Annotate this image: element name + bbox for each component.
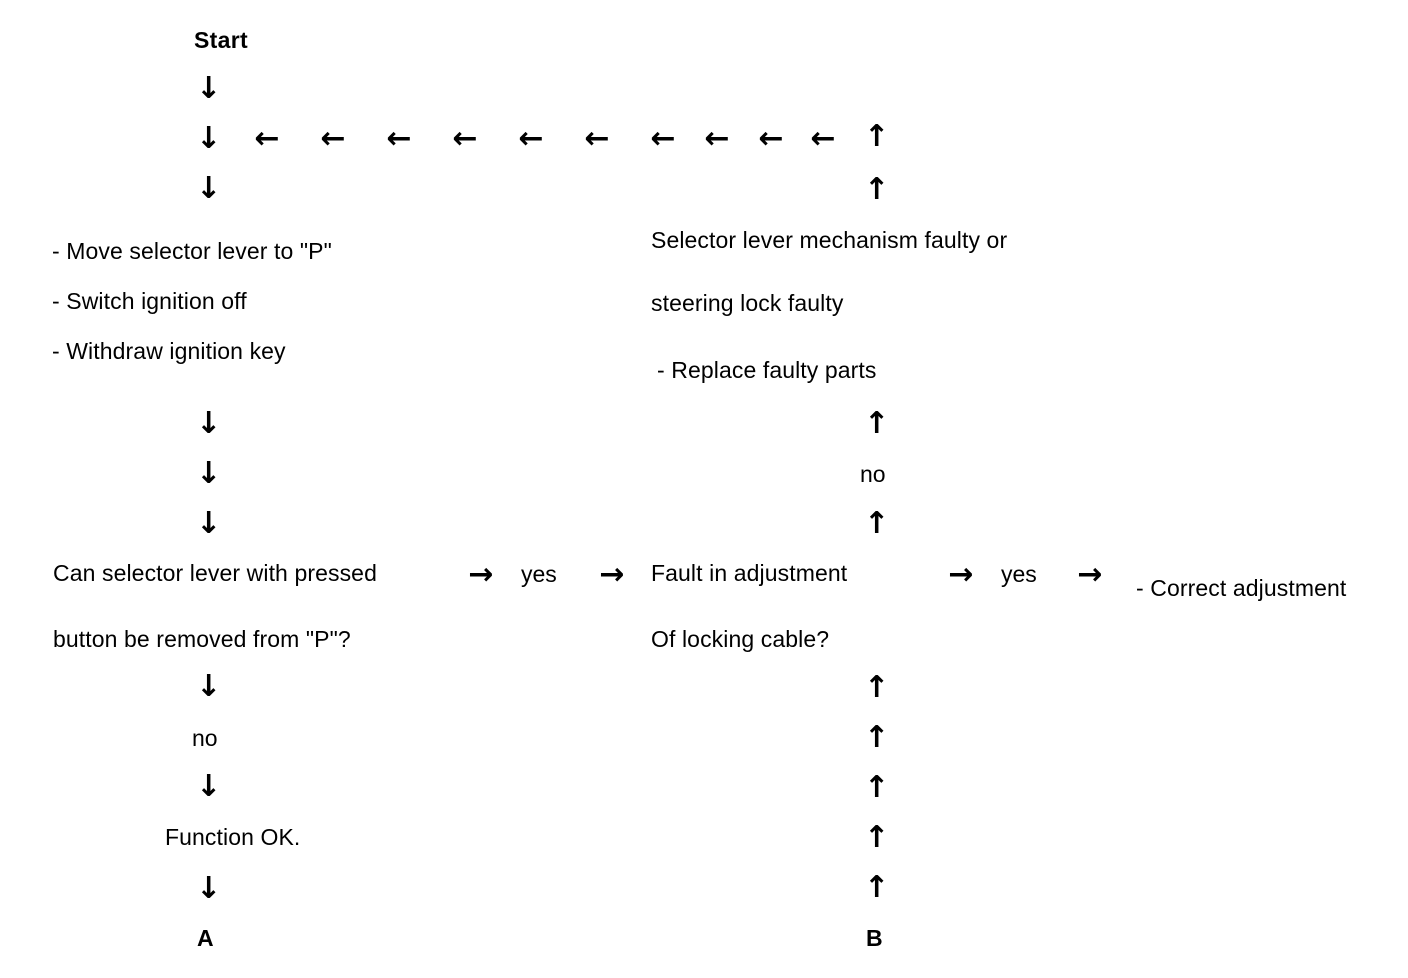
arrow-up-icon: ↑ [864,720,890,755]
arrow-down-icon: ↓ [196,71,222,106]
branch-label-no-right: no [860,461,886,487]
correct-adjustment: - Correct adjustment [1136,575,1347,601]
arrow-up-icon: ↑ [864,770,890,805]
connector-b-label: B [866,925,883,951]
arrow-up-icon: ↑ [864,172,890,207]
branch-label-yes-2: yes [1001,561,1037,587]
arrow-down-icon: ↓ [196,121,222,156]
arrow-up-icon: ↑ [864,506,890,541]
fault-text-line-1: Selector lever mechanism faulty or [651,227,1008,253]
arrow-right-icon: → [468,557,494,592]
arrow-up-icon: ↑ [864,870,890,905]
arrow-down-icon: ↓ [196,456,222,491]
branch-label-no-left: no [192,725,218,751]
arrow-left-icon: ← [320,121,346,156]
function-ok-label: Function OK. [165,824,301,850]
arrow-down-icon: ↓ [196,506,222,541]
arrow-up-icon: ↑ [864,820,890,855]
fault-text-line-2: steering lock faulty [651,290,844,316]
arrow-up-icon: ↑ [864,670,890,705]
arrow-down-icon: ↓ [196,406,222,441]
arrow-down-icon: ↓ [196,171,222,206]
arrow-left-icon: ← [810,121,836,156]
decision-left-line-2: button be removed from "P"? [53,626,351,652]
start-label: Start [194,27,248,53]
arrow-right-icon: → [1077,557,1103,592]
branch-label-yes-1: yes [521,561,557,587]
arrow-up-icon: ↑ [864,406,890,441]
action-step-1: - Move selector lever to "P" [52,238,332,264]
arrow-left-icon: ← [584,121,610,156]
fault-remedy: - Replace faulty parts [657,357,877,383]
arrow-down-icon: ↓ [196,871,222,906]
arrow-right-icon: → [599,557,625,592]
arrow-up-icon: ↑ [864,119,890,154]
decision-right-line-1: Fault in adjustment [651,560,848,586]
decision-left-line-1: Can selector lever with pressed [53,560,377,586]
arrow-left-icon: ← [758,121,784,156]
connector-a-label: A [197,925,214,951]
action-step-3: - Withdraw ignition key [52,338,286,364]
arrow-left-icon: ← [518,121,544,156]
decision-right-line-2: Of locking cable? [651,626,830,652]
arrow-left-icon: ← [650,121,676,156]
arrow-down-icon: ↓ [196,769,222,804]
arrow-left-icon: ← [386,121,412,156]
arrow-left-icon: ← [254,121,280,156]
arrow-left-icon: ← [452,121,478,156]
arrow-right-icon: → [948,557,974,592]
action-step-2: - Switch ignition off [52,288,247,314]
arrow-down-icon: ↓ [196,669,222,704]
arrow-left-icon: ← [704,121,730,156]
